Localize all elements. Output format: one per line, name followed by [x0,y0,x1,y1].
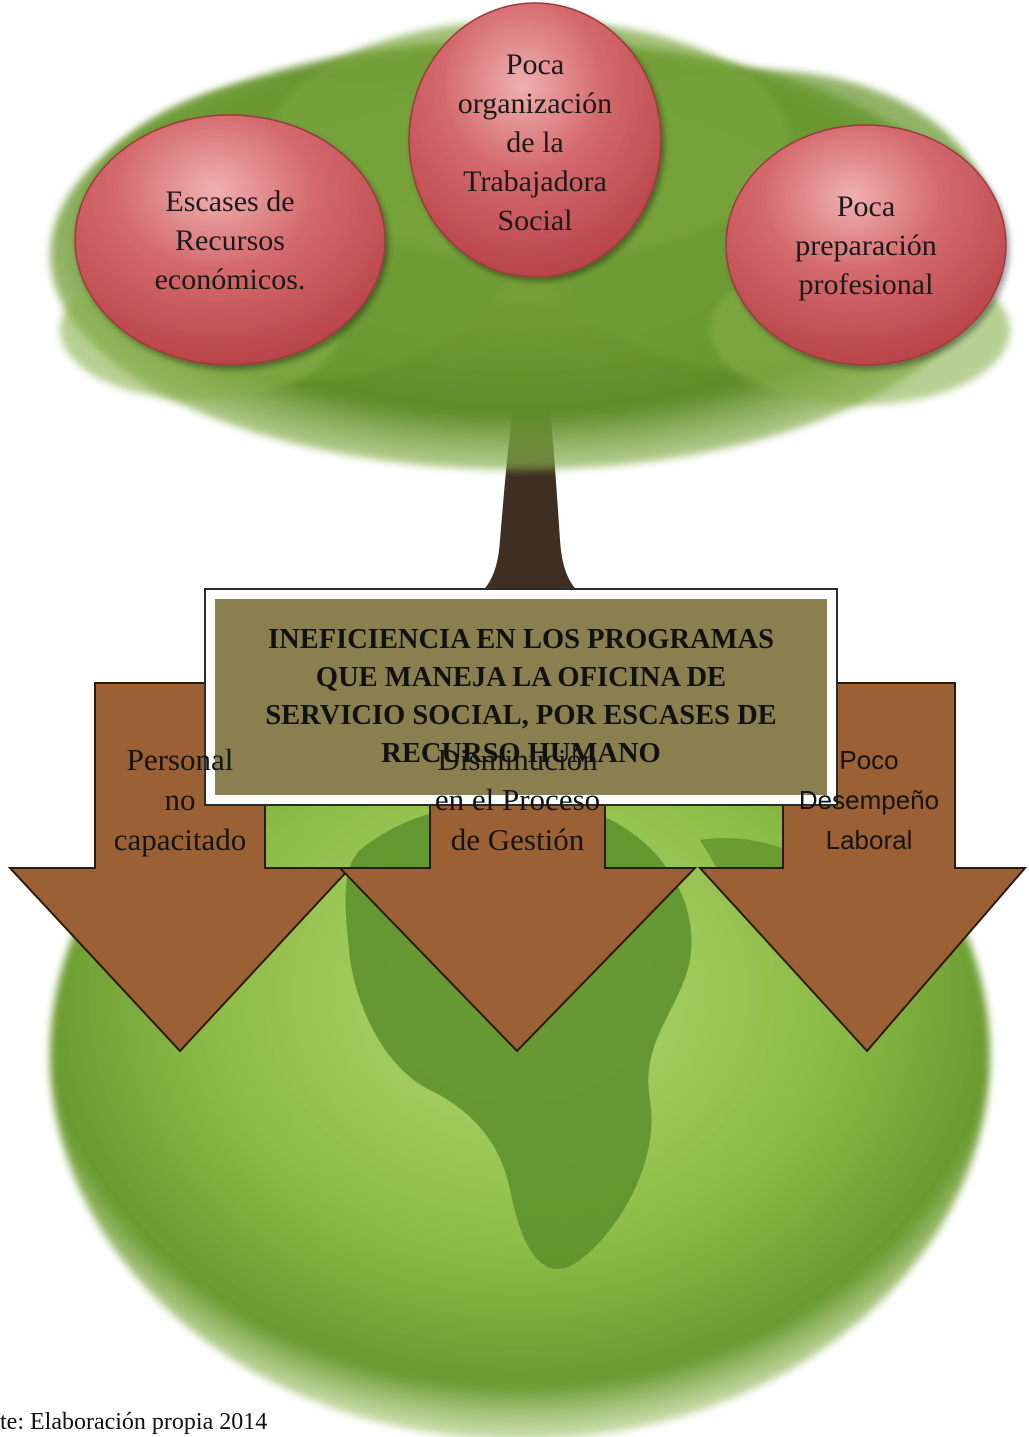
effect-label-personal: Personal no capacitado [113,742,247,857]
cause-bubble-poca-preparacion [725,124,1007,366]
central-problem-text: INEFICIENCIA EN LOS PROGRAMAS QUE MANEJA… [265,624,777,769]
effect-label-desempeno: Poco Desempeño Laboral [798,745,940,855]
central-problem-box: INEFICIENCIA EN LOS PROGRAMAS QUE MANEJA… [204,588,838,806]
effect-label-disminucion: Disminución en el Proceso de Gestión [434,742,601,857]
cause-label-poca-preparacion: Poca preparación profesional [795,189,937,301]
effect-arrow-desempeno [697,682,1028,1053]
central-problem-panel: INEFICIENCIA EN LOS PROGRAMAS QUE MANEJA… [215,599,827,795]
cause-label-poca-organizacion: Poca organización de la Trabajadora Soci… [457,48,613,237]
cause-label-escases-recursos: Escases de Recursos económicos. [154,184,306,296]
cause-bubble-poca-organizacion [408,2,662,278]
cause-bubble-escases-recursos [74,114,386,366]
source-note: te: Elaboración propia 2014 [0,1409,268,1435]
